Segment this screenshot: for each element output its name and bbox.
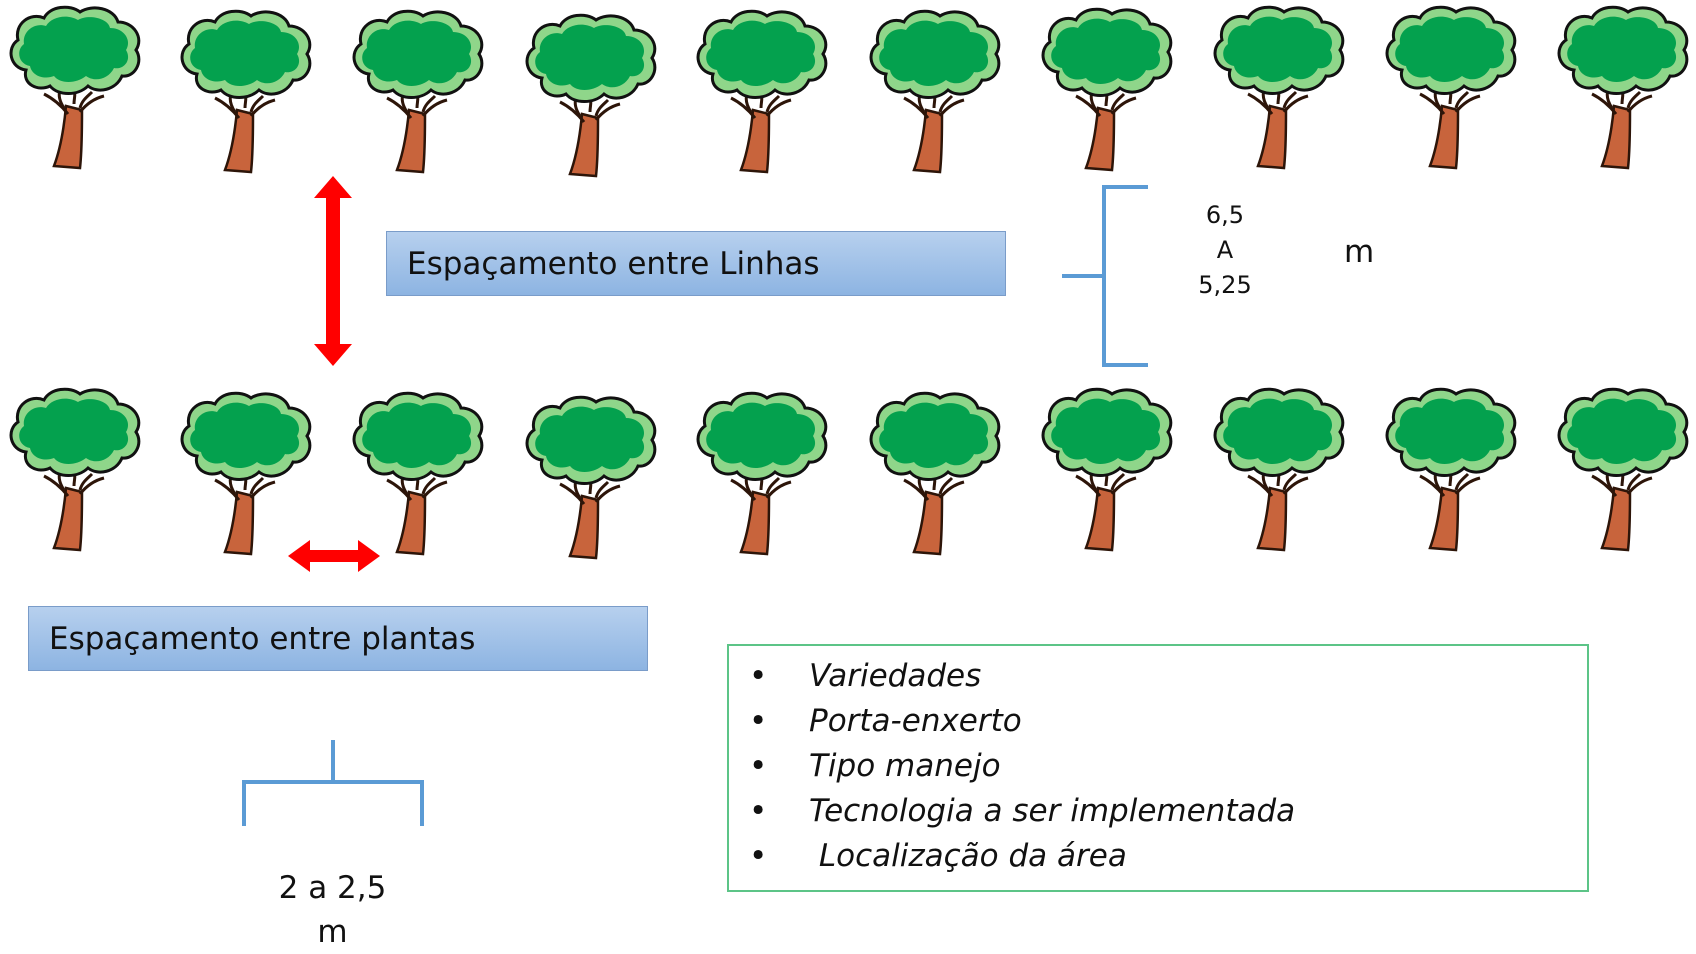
tree-icon	[520, 12, 662, 180]
bullet: •	[749, 838, 768, 874]
tree-icon	[1380, 4, 1522, 172]
plant-spacing-range: 2 a 2,5 m	[255, 866, 410, 954]
list-item: • Variedades	[729, 654, 1587, 699]
tree-icon	[520, 394, 662, 562]
factor-label: Porta-enxerto	[809, 703, 1022, 739]
factors-list: •Variedades •Porta-enxerto •Tipo manejo …	[729, 646, 1587, 879]
tree-icon	[4, 386, 146, 554]
double-arrow-vertical-icon	[314, 176, 352, 366]
tree-icon	[347, 390, 489, 558]
row-spacing-label: Espaçamento entre Linhas	[386, 231, 1006, 296]
row-spacing-unit: m	[1344, 234, 1375, 270]
plant-spacing-unit: m	[317, 914, 348, 950]
tree-row-top	[0, 2, 1696, 177]
tree-row-bottom	[0, 384, 1696, 559]
row-spacing-bracket	[1062, 185, 1148, 367]
tree-icon	[1208, 386, 1350, 554]
plant-spacing-bracket	[242, 740, 424, 826]
tree-icon	[175, 390, 317, 558]
tree-icon	[1552, 386, 1694, 554]
factor-label: Localização da área	[809, 838, 1127, 874]
factor-label: Tipo manejo	[809, 748, 1001, 784]
row-spacing-range: 6,5 A 5,25	[1180, 198, 1270, 303]
row-spacing-min: 5,25	[1198, 271, 1252, 299]
plant-spacing-value: 2 a 2,5	[278, 870, 387, 906]
tree-icon	[175, 8, 317, 176]
double-arrow-horizontal-icon	[288, 540, 380, 572]
tree-icon	[864, 8, 1006, 176]
row-spacing-separator: A	[1216, 236, 1234, 264]
row-spacing-max: 6,5	[1205, 201, 1245, 229]
bullet: •	[749, 703, 768, 739]
list-item: • Porta-enxerto	[729, 699, 1587, 744]
tree-icon	[347, 8, 489, 176]
tree-icon	[691, 390, 833, 558]
factor-label: Tecnologia a ser implementada	[809, 793, 1296, 829]
tree-icon	[1036, 386, 1178, 554]
list-item: • Tecnologia a ser implementada	[729, 789, 1587, 834]
factor-label: Variedades	[809, 658, 982, 694]
tree-icon	[1208, 4, 1350, 172]
tree-icon	[1380, 386, 1522, 554]
bullet: •	[749, 793, 768, 829]
tree-icon	[1552, 4, 1694, 172]
list-item: • Localização da área	[729, 834, 1587, 879]
tree-icon	[864, 390, 1006, 558]
list-item: • Tipo manejo	[729, 744, 1587, 789]
tree-icon	[691, 8, 833, 176]
tree-icon	[1036, 6, 1178, 174]
bullet: •	[749, 748, 768, 784]
tree-icon	[4, 4, 146, 172]
bullet: •	[749, 658, 768, 694]
factors-box: •Variedades •Porta-enxerto •Tipo manejo …	[727, 644, 1589, 892]
plant-spacing-label: Espaçamento entre plantas	[28, 606, 648, 671]
